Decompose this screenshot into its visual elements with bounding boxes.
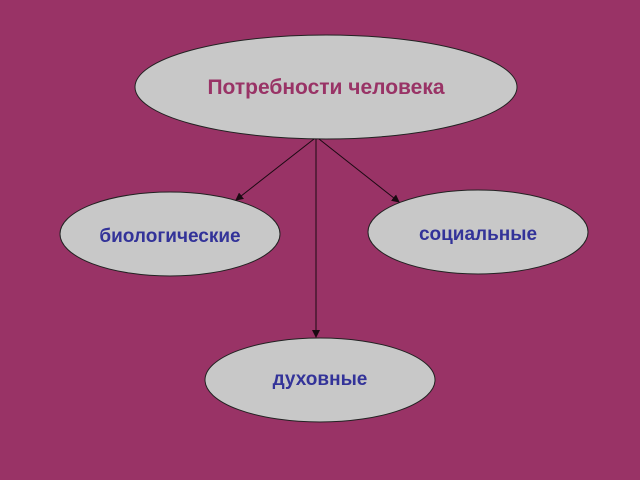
edge-to-social — [318, 138, 400, 203]
biological-node-label: биологические — [99, 226, 241, 247]
edge-to-biological — [235, 138, 315, 201]
biological-node-shape — [59, 191, 281, 277]
spiritual-node-label: духовные — [272, 369, 368, 390]
social-node-shape — [367, 189, 589, 275]
root-node-shape — [134, 34, 518, 140]
spiritual-node-shape — [204, 337, 436, 423]
root-node-label: Потребности человека — [207, 76, 445, 99]
social-node-label: социальные — [418, 224, 538, 245]
